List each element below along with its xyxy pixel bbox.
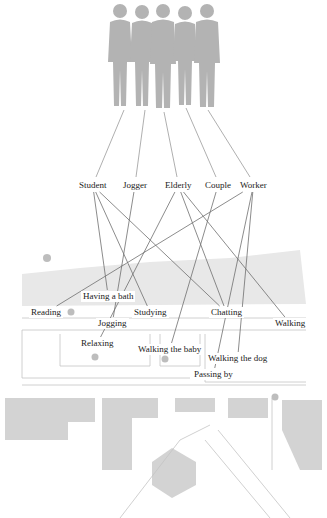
connector-line xyxy=(94,192,108,290)
leader-lines xyxy=(96,108,250,177)
connector-line xyxy=(215,192,252,368)
text-label: Walking the dog xyxy=(206,353,269,364)
tree-dots xyxy=(43,254,279,401)
label-text: Reading xyxy=(31,307,61,318)
connector-line xyxy=(96,192,148,306)
connector-line xyxy=(184,192,285,317)
text-label: Student xyxy=(77,180,109,191)
building-blocks xyxy=(5,398,322,498)
street-outline xyxy=(120,398,290,518)
text-label: Having a bath xyxy=(81,291,135,302)
label-text: Passing by xyxy=(194,369,233,380)
connector-line xyxy=(101,192,175,337)
text-label: Relaxing xyxy=(79,338,116,349)
connector-line xyxy=(57,192,243,306)
label-text: Worker xyxy=(240,180,267,191)
label-text: Student xyxy=(79,180,107,191)
text-label: Reading xyxy=(29,307,63,318)
text-label: Couple xyxy=(203,180,233,191)
text-label: Chatting xyxy=(209,307,244,318)
text-label: Studying xyxy=(132,307,169,318)
label-text: Jogger xyxy=(123,180,147,191)
connector-line xyxy=(238,192,253,352)
label-text: Studying xyxy=(134,307,167,318)
label-text: Walking the dog xyxy=(208,353,267,364)
label-text: Walking xyxy=(275,318,305,329)
text-label: Walking xyxy=(273,318,307,329)
text-label: Worker xyxy=(238,180,269,191)
text-label: Elderly xyxy=(163,180,194,191)
connector-line xyxy=(172,192,217,343)
text-label: Walking the baby xyxy=(136,344,203,355)
label-text: Chatting xyxy=(211,307,242,318)
label-text: Walking the baby xyxy=(138,344,201,355)
paths-outline xyxy=(22,318,306,385)
text-label: Jogger xyxy=(121,180,149,191)
riverbank-area xyxy=(22,250,306,306)
label-text: Couple xyxy=(205,180,231,191)
label-text: Elderly xyxy=(165,180,192,191)
text-label: Passing by xyxy=(192,369,235,380)
label-text: Jogging xyxy=(98,318,127,329)
text-label: Jogging xyxy=(96,318,129,329)
label-text: Relaxing xyxy=(81,338,114,349)
label-text: Having a bath xyxy=(83,291,133,302)
people-silhouettes xyxy=(108,4,220,108)
